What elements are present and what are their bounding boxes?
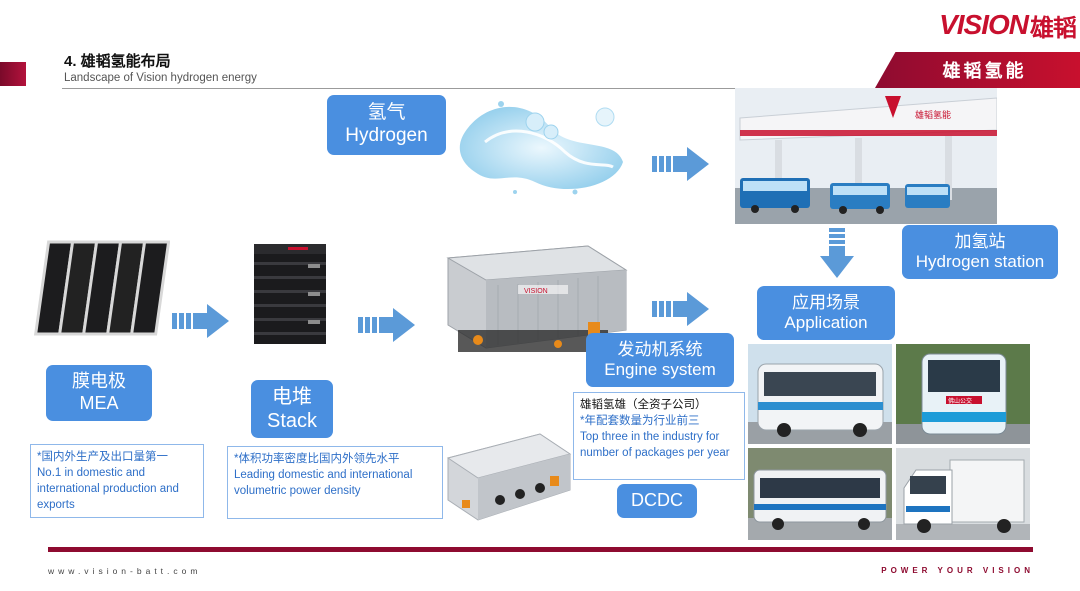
dcdc-image — [446, 433, 572, 521]
left-accent-bar — [0, 62, 26, 86]
mea-label: 膜电极 MEA — [46, 365, 152, 421]
vision-logo: VISION 雄韬 — [939, 8, 1077, 42]
arrow-stack-to-engine — [358, 308, 415, 342]
stack-note: *体积功率密度比国内外领先水平 Leading domestic and int… — [227, 446, 443, 519]
footer-slogan: POWER YOUR VISION — [881, 566, 1034, 575]
hydrogen-label-en: Hydrogen — [345, 125, 428, 146]
engine-system-image: VISION — [446, 245, 628, 352]
stack-image — [254, 244, 326, 344]
stack-label-cn: 电堆 — [272, 386, 312, 408]
svg-text:VISION: VISION — [524, 288, 548, 295]
stack-label: 电堆 Stack — [251, 380, 333, 438]
hydrogen-splash-image — [459, 101, 623, 195]
stack-label-en: Stack — [266, 410, 318, 432]
page-title: 4. 雄韬氢能布局 — [64, 53, 171, 70]
engine-note-cn: *年配套数量为行业前三 — [580, 415, 700, 427]
application-label: 应用场景 Application — [757, 286, 895, 340]
arrow-mea-to-stack — [172, 304, 229, 338]
engine-system-label: 发动机系统 Engine system — [586, 333, 734, 387]
mea-note-cn: *国内外生产及出口量第一 — [37, 451, 168, 463]
dcdc-label: DCDC — [617, 484, 697, 518]
application-photo-bus-1 — [748, 344, 892, 444]
station-label-en: Hydrogen station — [915, 252, 1045, 271]
hydrogen-label: 氢气 Hydrogen — [327, 95, 446, 155]
mea-note: *国内外生产及出口量第一 No.1 in domestic and intern… — [30, 444, 204, 518]
page-subtitle: Landscape of Vision hydrogen energy — [64, 72, 257, 84]
engine-note-title: 雄韬氢雄（全资子公司） — [580, 399, 707, 411]
footer-divider — [48, 547, 1033, 552]
station-label-cn: 加氢站 — [954, 231, 1006, 251]
hydrogen-label-cn: 氢气 — [367, 102, 406, 124]
footer-website: www.vision-batt.com — [48, 566, 202, 576]
logo-latin: VISION — [939, 9, 1029, 40]
hydrogen-station-label: 加氢站 Hydrogen station — [902, 225, 1058, 279]
arrow-hydrogen-to-station — [652, 147, 709, 181]
station-sign: 雄韬氢能 — [915, 109, 951, 120]
application-label-cn: 应用场景 — [792, 292, 860, 312]
bus-sign: 佛山公交 — [948, 397, 972, 405]
brand-banner: 雄韬氢能 — [875, 52, 1080, 88]
stack-note-cn: *体积功率密度比国内外领先水平 — [234, 453, 400, 465]
mea-label-en: MEA — [79, 393, 119, 413]
arrow-engine-to-application — [652, 292, 709, 326]
engine-note-en: Top three in the industry for number of … — [580, 431, 730, 459]
application-label-en: Application — [784, 313, 868, 332]
hydrogen-station-image: 雄韬氢能 — [735, 88, 997, 224]
application-photo-bus-2: 佛山公交 — [896, 344, 1030, 444]
mea-image — [33, 240, 170, 336]
dcdc-label-text: DCDC — [631, 490, 683, 511]
application-photo-bus-3 — [748, 448, 892, 540]
application-photo-truck — [896, 448, 1030, 540]
engine-label-cn: 发动机系统 — [617, 339, 703, 359]
stack-note-en: Leading domestic and international volum… — [234, 469, 413, 497]
mea-label-cn: 膜电极 — [72, 371, 126, 392]
title-divider — [62, 88, 922, 89]
logo-cn: 雄韬 — [1030, 14, 1077, 42]
engine-label-en: Engine system — [604, 360, 716, 379]
mea-note-en: No.1 in domestic and international produ… — [37, 467, 179, 511]
engine-note: 雄韬氢雄（全资子公司） *年配套数量为行业前三 Top three in the… — [573, 392, 745, 480]
arrow-station-to-application — [820, 228, 854, 278]
